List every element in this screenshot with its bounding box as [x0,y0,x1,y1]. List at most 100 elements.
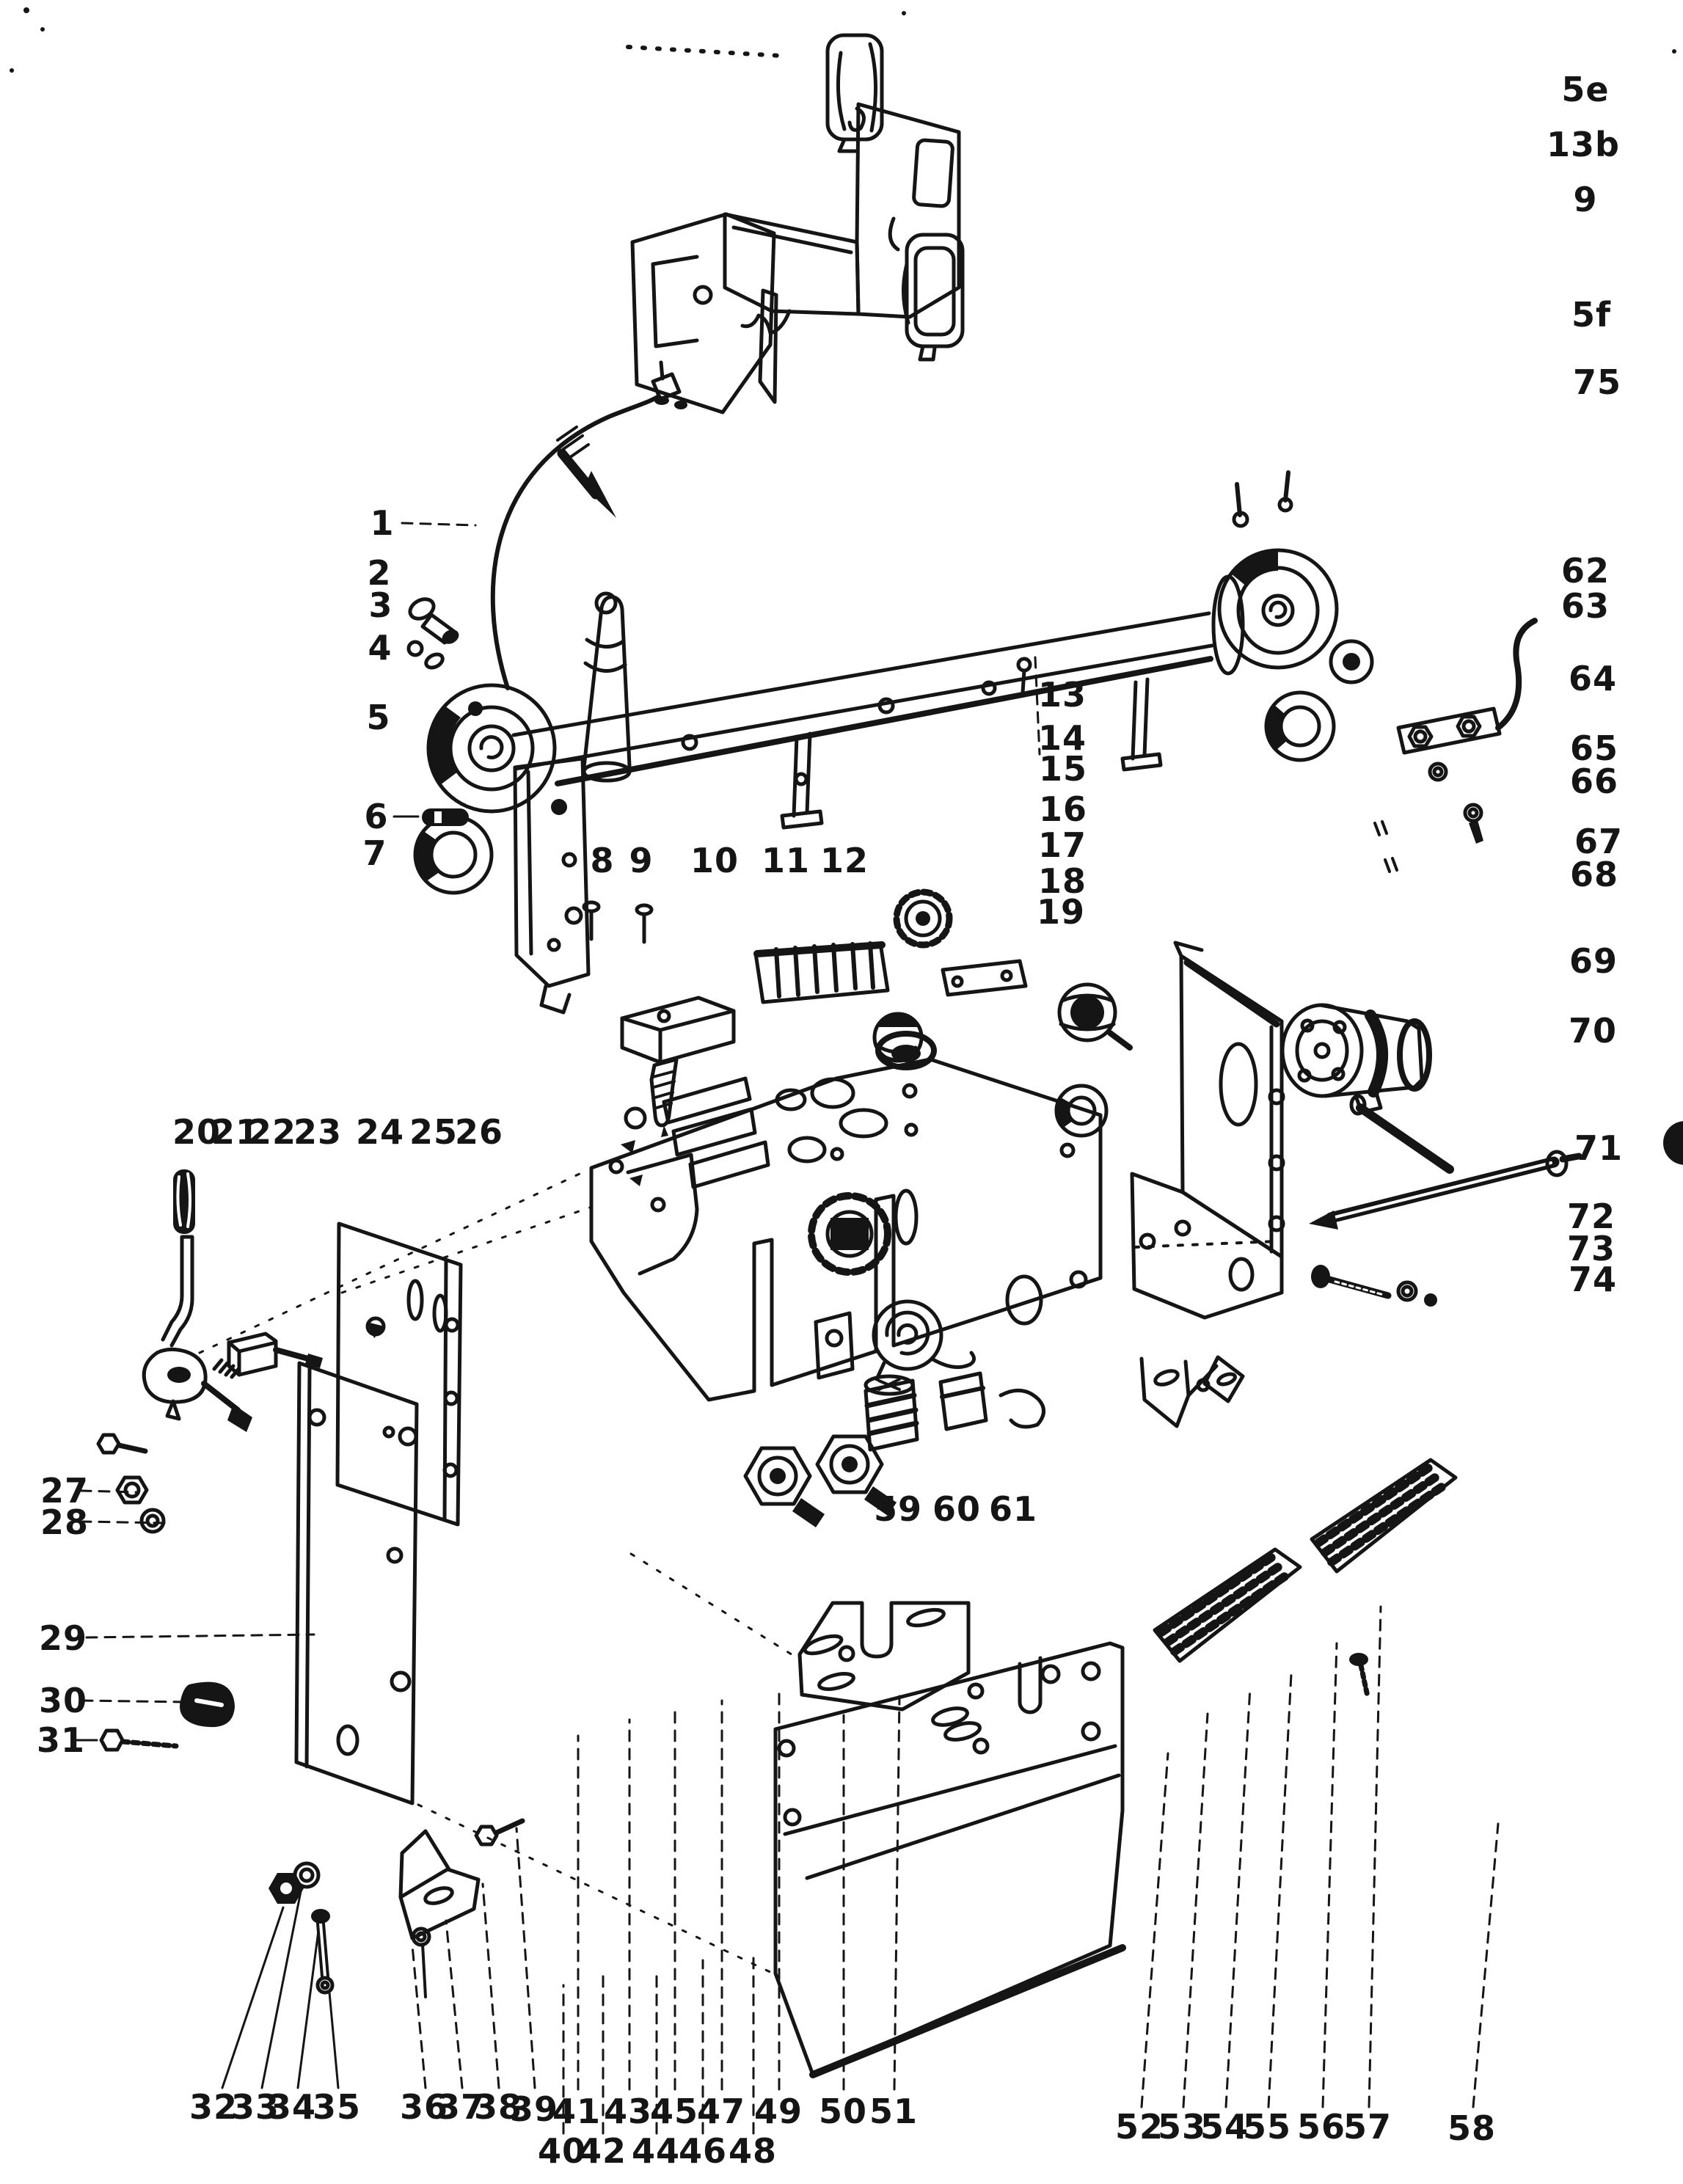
bracket-channel [723,212,861,316]
part-label-55: 55 [1242,2107,1292,2147]
center-plate-group [589,996,1103,1527]
drive-rods [1309,1094,1582,1230]
part-label-15: 15 [1038,749,1088,789]
c-plate [630,212,776,414]
part-label-47: 47 [696,2092,746,2131]
part-label-12: 12 [819,841,869,880]
part-label-1: 1 [370,503,395,543]
part-label-20: 20 [172,1112,222,1152]
part-label-69: 69 [1569,941,1618,981]
harness-wire [490,394,661,690]
part-label-35: 35 [312,2087,362,2127]
part-label-46: 46 [678,2131,728,2171]
part-label-33: 33 [230,2087,280,2127]
part-label-27: 27 [40,1471,90,1511]
part-label-2: 2 [367,553,392,593]
large-panel [773,1641,1125,2077]
part-label-56: 56 [1296,2107,1346,2147]
part-label-26: 26 [454,1112,504,1152]
bracket-fin [758,288,778,404]
part-label-14: 14 [1037,718,1087,758]
part-label-5f: 5f [1571,295,1612,335]
part-label-10: 10 [690,841,740,880]
hex-sender-switches [743,1434,897,1527]
mounting-plate [589,1057,1103,1402]
part-label-54: 54 [1200,2107,1249,2147]
slotted-plate [797,1601,971,1712]
part-label-52: 52 [1114,2107,1164,2147]
part-label-64: 64 [1568,659,1618,698]
small-fasteners-234 [406,597,459,670]
part-label-7: 7 [362,833,387,873]
part-label-62: 62 [1560,551,1610,591]
part-label-34: 34 [267,2087,317,2127]
part-label-31: 31 [36,1720,86,1760]
part-label-66: 66 [1569,762,1619,801]
part-label-38: 38 [473,2087,523,2127]
direction-arrow-icon [556,426,616,518]
part-label-53: 53 [1157,2107,1207,2147]
part-label-28: 28 [40,1502,90,1542]
cross-bar [511,611,1214,771]
part-label-29: 29 [38,1618,88,1658]
part-label-30: 30 [38,1681,88,1720]
part-label-17: 17 [1037,825,1087,865]
part-label-13: 13 [1037,675,1087,715]
tall-plate-upper [335,1221,463,1527]
part-label-6: 6 [364,797,389,836]
threaded-plug [649,1057,679,1128]
binder-hole-dot [1663,1121,1683,1165]
part-label-73: 73 [1566,1229,1616,1268]
gear-wheel [808,1192,891,1276]
leader-lines-solid [73,815,420,2089]
knob [875,1031,937,1070]
part-label-39: 39 [509,2089,559,2129]
lower-plates-group [773,1601,1126,2078]
part-label-9: 9 [629,841,654,880]
part-label-36: 36 [399,2087,449,2127]
part-label-25: 25 [409,1112,459,1152]
part-label-70: 70 [1568,1011,1618,1051]
spiral-motor [872,1299,943,1371]
relay-box [620,996,736,1064]
right-speedo-head [1211,470,1374,762]
center-cone [582,591,632,783]
part-label-48: 48 [728,2131,778,2171]
part-label-8: 8 [590,841,615,880]
left-speedo-head [426,683,557,814]
left-lever-group [96,1169,525,1998]
part-label-58: 58 [1447,2108,1497,2148]
part-label-22: 22 [247,1112,297,1152]
part-label-49: 49 [753,2092,803,2131]
pin-6 [422,808,469,826]
screw-washer-nut [1311,1265,1437,1307]
part-label-61: 61 [988,1489,1038,1529]
part-label-43: 43 [603,2092,653,2131]
part-label-16: 16 [1038,789,1088,829]
part-label-74: 74 [1568,1260,1618,1299]
micro-switch [227,1332,278,1377]
part-label-65: 65 [1569,728,1619,768]
striped-switch [864,1378,919,1452]
speedo-bracket [513,756,591,988]
part-label-57: 57 [1343,2107,1392,2147]
part-label-5: 5 [366,698,391,737]
assembly-axis-lines [198,1172,801,1975]
part-label-9: 9 [1573,180,1598,219]
part-label-71: 71 [1574,1128,1624,1168]
angle-bracket [398,1867,481,1940]
part-label-3: 3 [368,585,393,625]
part-label-21: 21 [211,1112,260,1152]
part-label-44: 44 [631,2131,681,2171]
part-label-42: 42 [577,2131,627,2171]
part-label-72: 72 [1566,1197,1616,1236]
part-label-24: 24 [355,1112,405,1152]
top-bracket-group [626,33,965,414]
part-label-60: 60 [932,1489,982,1529]
cup-housing [825,33,884,142]
lever-pivot [142,1347,208,1404]
tall-plate-lower [294,1361,419,1805]
part-label-37: 37 [436,2087,486,2127]
part-label-40: 40 [537,2131,587,2171]
